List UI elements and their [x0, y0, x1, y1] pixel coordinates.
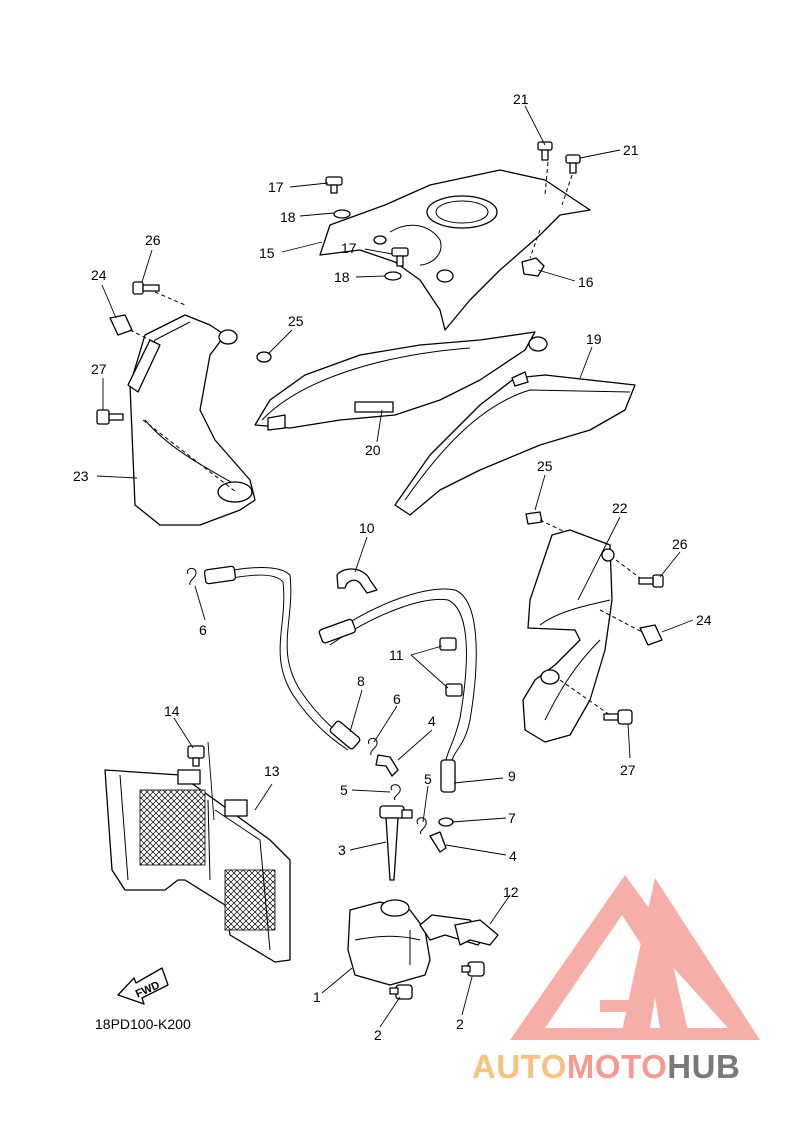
bolt-2a-icon: [389, 984, 413, 1000]
callout-7: 7: [508, 810, 516, 826]
callout-25a: 25: [288, 313, 304, 329]
watermark-logo-icon: [510, 875, 760, 1040]
callout-13: 13: [264, 763, 280, 779]
washer-18b-icon: [384, 271, 402, 281]
callout-9: 9: [508, 768, 516, 784]
oring-7-icon: [438, 817, 454, 827]
callout-6a: 6: [199, 622, 207, 638]
side-panel-part-19: [394, 371, 636, 516]
fitting-4a-icon: [375, 754, 399, 777]
screw-21a-icon: [537, 141, 553, 161]
screw-21b-icon: [565, 154, 581, 174]
clamp-10-icon: [336, 568, 378, 594]
clips-11-icon: [439, 637, 463, 697]
callout-27b: 27: [620, 762, 636, 778]
brand-hub: HUB: [667, 1048, 741, 1085]
callout-14: 14: [164, 703, 180, 719]
left-shroud-part-23: [127, 314, 256, 526]
callout-24a: 24: [91, 267, 107, 283]
bolt-2b-icon: [461, 961, 485, 977]
callout-26a: 26: [145, 232, 161, 248]
clip-6b-icon: [367, 737, 378, 756]
diagram-code: 18PD100-K200: [95, 1016, 191, 1032]
callout-27a: 27: [91, 361, 107, 377]
hose-8: [203, 565, 361, 751]
leader-lines: [96, 105, 694, 1028]
callout-17b: 17: [341, 240, 357, 256]
callout-12: 12: [503, 884, 519, 900]
callout-5a: 5: [340, 782, 348, 798]
collar-25a-icon: [218, 329, 238, 345]
callout-18b: 18: [334, 269, 350, 285]
bracket-12-icon: [454, 919, 499, 946]
callout-20: 20: [365, 442, 381, 458]
screw-17a-icon: [325, 176, 343, 194]
callout-24b: 24: [696, 612, 712, 628]
callout-8: 8: [357, 673, 365, 689]
clip-5a-icon: [390, 784, 401, 801]
callout-10: 10: [359, 520, 375, 536]
washer-25a-icon: [256, 351, 272, 363]
washer-25b-icon: [525, 511, 543, 525]
callout-2a: 2: [374, 1027, 382, 1043]
clip-24a-icon: [109, 314, 133, 336]
washer-18a-icon: [333, 209, 351, 219]
clip-6a-icon: [186, 567, 197, 586]
callout-19: 19: [586, 331, 602, 347]
screw-27a-icon: [96, 409, 124, 425]
cock-part-3: [379, 805, 413, 881]
callout-15: 15: [259, 245, 275, 261]
callout-18a: 18: [280, 209, 296, 225]
callout-21a: 21: [513, 91, 529, 107]
side-cover-part-20: [254, 331, 548, 431]
brand-moto: MOTO: [566, 1048, 668, 1085]
callout-1: 1: [313, 989, 321, 1005]
right-shroud-part-22: [522, 529, 615, 743]
callout-6b: 6: [393, 691, 401, 707]
callout-5b: 5: [424, 771, 432, 787]
screw-26a-icon: [132, 281, 160, 295]
grommet-16-icon: [521, 257, 545, 277]
fitting-4b-icon: [429, 831, 447, 853]
hose-9: [318, 588, 477, 793]
tank-cover-part-15: [319, 169, 591, 331]
callout-21b: 21: [623, 142, 639, 158]
fwd-arrow-icon: FWD: [117, 967, 169, 1005]
callout-17a: 17: [268, 179, 284, 195]
bolt-14-icon: [187, 745, 205, 767]
screw-27b-icon: [603, 709, 633, 725]
callout-22: 22: [612, 500, 628, 516]
clip-5b-icon: [416, 817, 427, 835]
callout-23: 23: [73, 468, 89, 484]
callout-4b: 4: [509, 848, 517, 864]
callouts: 21 21 17 18 15 17 18 16 26 24 25 27 23 1…: [73, 91, 712, 1043]
radiator-guard-part-13: [104, 769, 291, 963]
callout-11: 11: [389, 647, 404, 663]
callout-2b: 2: [456, 1016, 464, 1032]
screw-26b-icon: [638, 574, 664, 588]
callout-3: 3: [338, 842, 346, 858]
callout-4a: 4: [428, 713, 436, 729]
brand-auto: AUTO: [472, 1048, 567, 1085]
callout-25b: 25: [537, 458, 553, 474]
clip-24b-icon: [639, 624, 663, 646]
watermark-brand: AUTOMOTOHUB: [472, 1048, 740, 1086]
callout-16: 16: [578, 274, 594, 290]
callout-26b: 26: [672, 536, 688, 552]
screw-17b-icon: [391, 247, 409, 267]
